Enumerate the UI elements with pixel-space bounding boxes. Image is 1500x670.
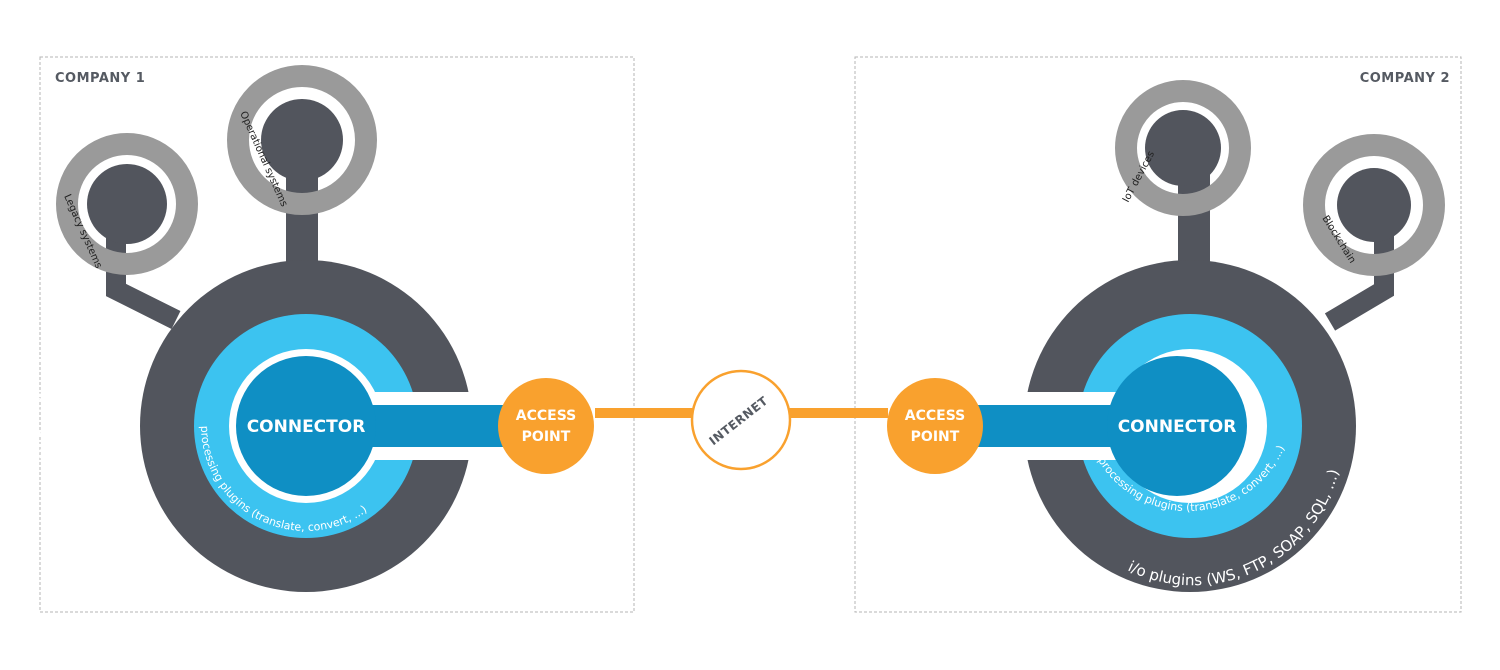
blockchain-node [1337,168,1411,242]
connector-core [236,356,376,496]
blockchain-ring [1303,134,1445,276]
company-1-label: COMPANY 1 [55,71,145,86]
access-point-right-line2: POINT [911,429,960,445]
internet-node [690,369,792,471]
access-point-left-line2: POINT [522,429,571,445]
operational-systems-ring [227,65,377,215]
access-point-left-line1: ACCESS [516,408,576,424]
company-1-frame [39,56,635,613]
internet-link-left [595,408,697,418]
company-2-frame [854,56,1462,613]
company-2-label: COMPANY 2 [1360,71,1450,86]
legacy-systems-ring [56,133,198,275]
internet-link-right [786,408,888,418]
iot-devices-node [1145,110,1221,186]
io-plugins-label-left: i/o plugins (WS, FTP, SOAP, SQL, ...) [29,356,162,591]
legacy-systems-node [87,164,167,244]
access-point-right [887,378,983,474]
operational-systems-node [261,99,343,181]
connector-label-left: CONNECTOR [247,417,366,437]
connector-core-right [1107,356,1247,496]
connector-label-right: CONNECTOR [1118,417,1237,437]
access-point-left [498,378,594,474]
iot-devices-ring [1115,80,1251,216]
access-point-right-line1: ACCESS [905,408,965,424]
